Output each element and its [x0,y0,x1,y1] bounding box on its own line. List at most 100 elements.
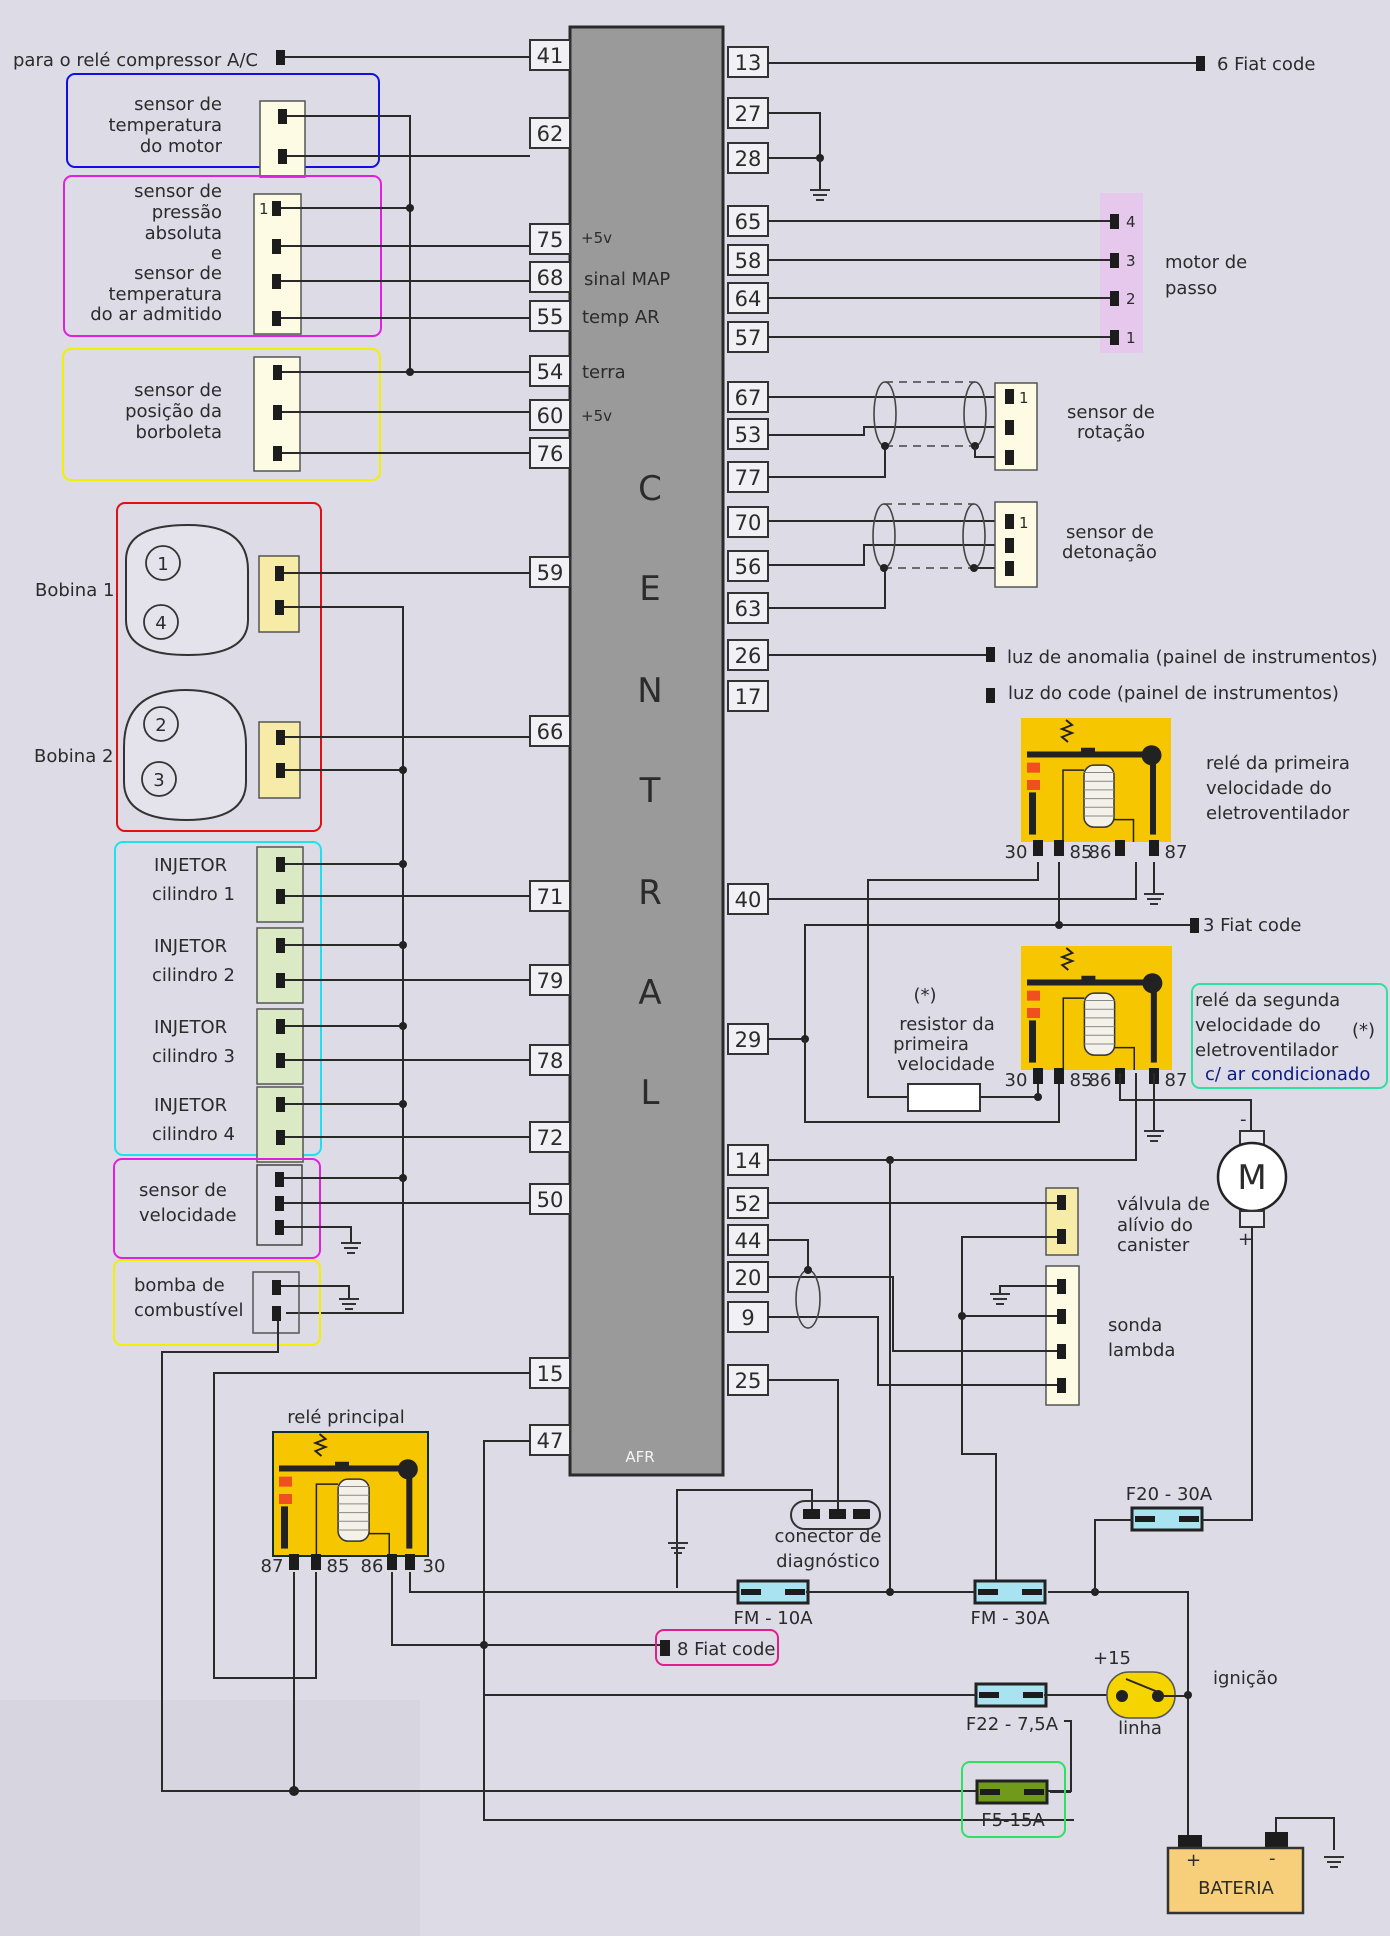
fuse-blade [1135,1516,1155,1522]
ecu-pin-62 [529,117,571,149]
throttle-sensor-label: sensor de posição da borboleta [125,380,222,443]
relay-pin-label: 86 [1089,842,1112,863]
ecu-pin-52 [727,1187,769,1219]
fiat3-label: 3 Fiat code [1203,915,1301,936]
fiat6-label: 6 Fiat code [1217,54,1315,75]
junction [1055,921,1063,929]
diagnostic-connector: conector de diagnóstico [668,1489,881,1588]
ecu-title-letter: E [639,569,660,609]
terminal [272,239,281,254]
ecu-pin-number: 14 [735,1149,762,1173]
ac-relay-label: para o relé compressor A/C [13,50,258,71]
relay-pin [1054,840,1064,856]
relay-contact-pad [1027,762,1040,773]
ecu-pin-number: 63 [735,597,762,621]
terminal [276,1097,285,1112]
ecu-pin-28 [727,142,769,174]
stepper-pin-label: 4 [1126,213,1136,231]
svg-text:sensor de: sensor de [134,181,222,202]
shield [885,381,975,447]
junction [881,442,889,450]
resistor-star: (*) [913,985,936,1006]
relay-coil-icon [1083,992,1116,1056]
fuse-blade [1023,1692,1043,1698]
background-shade [0,1700,420,1936]
frame-fuel-pump [113,1259,321,1346]
terminal [273,365,282,380]
terminal [1005,561,1014,576]
fuse-f20 [1130,1506,1204,1532]
relay-coil-icon [1083,764,1115,828]
ecu-pin-number: 60 [537,404,564,428]
svg-text:pressão: pressão [152,202,222,223]
injector-label: INJETOR [154,936,227,957]
ecu-pin-44 [727,1224,769,1256]
ground-icon [1324,1856,1344,1868]
wire-speed-ground [284,1226,352,1242]
junction [399,860,407,868]
stepper-label-2: passo [1165,278,1217,299]
cylinder-circle [141,761,177,797]
terminal [272,1280,281,1295]
ecu-pin-number: 53 [735,423,762,447]
ecu-pin-number: 41 [537,44,564,68]
ecu-pin-58 [727,244,769,276]
ecu-pin-26 [727,639,769,671]
ac-relay-terminal [276,50,285,65]
junction [406,204,414,212]
terminal [1057,1309,1066,1324]
relay-pin [1054,1068,1064,1084]
relay-armature [279,1465,403,1472]
relay-pin-label: 30 [1005,1070,1028,1091]
cylinder-markers: 1 4 2 3 [141,545,181,797]
junction [399,941,407,949]
ecu-pin-57 [727,321,769,353]
canister-label-3: canister [1117,1235,1190,1256]
relay-pin [1149,840,1159,856]
relay-spring-icon [1059,947,1075,971]
wire-47 [483,1440,1074,1821]
stepper-pin-label: 2 [1126,290,1136,308]
wire-44 [768,1239,809,1270]
relay-coil-wire [1062,997,1085,1070]
ecu-pin-13 [727,46,769,78]
canister-label-2: alívio do [1117,1215,1193,1236]
terminal [1110,253,1119,268]
diag-connector-body [790,1500,881,1530]
ignition-switch: +15 linha [1093,1648,1192,1739]
speed-sensor-connector [256,1164,303,1246]
ecu-pin-77 [727,461,769,493]
relay-bar [1029,1020,1036,1063]
wire-lambda-ground [999,1285,1057,1293]
relay-pin-label: 85 [1070,1070,1093,1091]
terminal [1005,450,1014,465]
terminal [272,311,281,326]
terminal [276,857,285,872]
junction [399,766,407,774]
ecu-title-letter: L [641,1073,660,1113]
terminal [1057,1378,1066,1393]
terminal [276,1019,285,1034]
map-sensor-connector [253,193,302,335]
terminal [275,566,284,581]
mil-terminal [986,647,995,662]
battery-terminal-minus [1265,1832,1288,1849]
ecu-pin-number: 78 [537,1049,564,1073]
fuse-label: F22 - 7,5A [966,1714,1059,1735]
relay1-label-2: velocidade do [1206,778,1332,799]
terminal [1057,1195,1066,1210]
cylinder-number: 2 [155,715,166,736]
ecu-pin-number: 76 [537,442,564,466]
wire-77 [768,446,886,478]
ecu-pin-59 [529,556,571,588]
ecu-title-letter: A [638,973,661,1013]
wire-pump-ground [281,1285,350,1298]
ecu-pin-number: 64 [735,287,762,311]
ecu-pin-number: 55 [537,305,564,329]
frame-relay2-note [1191,983,1388,1089]
linha-label: linha [1118,1718,1162,1739]
frame-speed-sensor [113,1158,321,1259]
ecu-pin-number: 66 [537,720,564,744]
